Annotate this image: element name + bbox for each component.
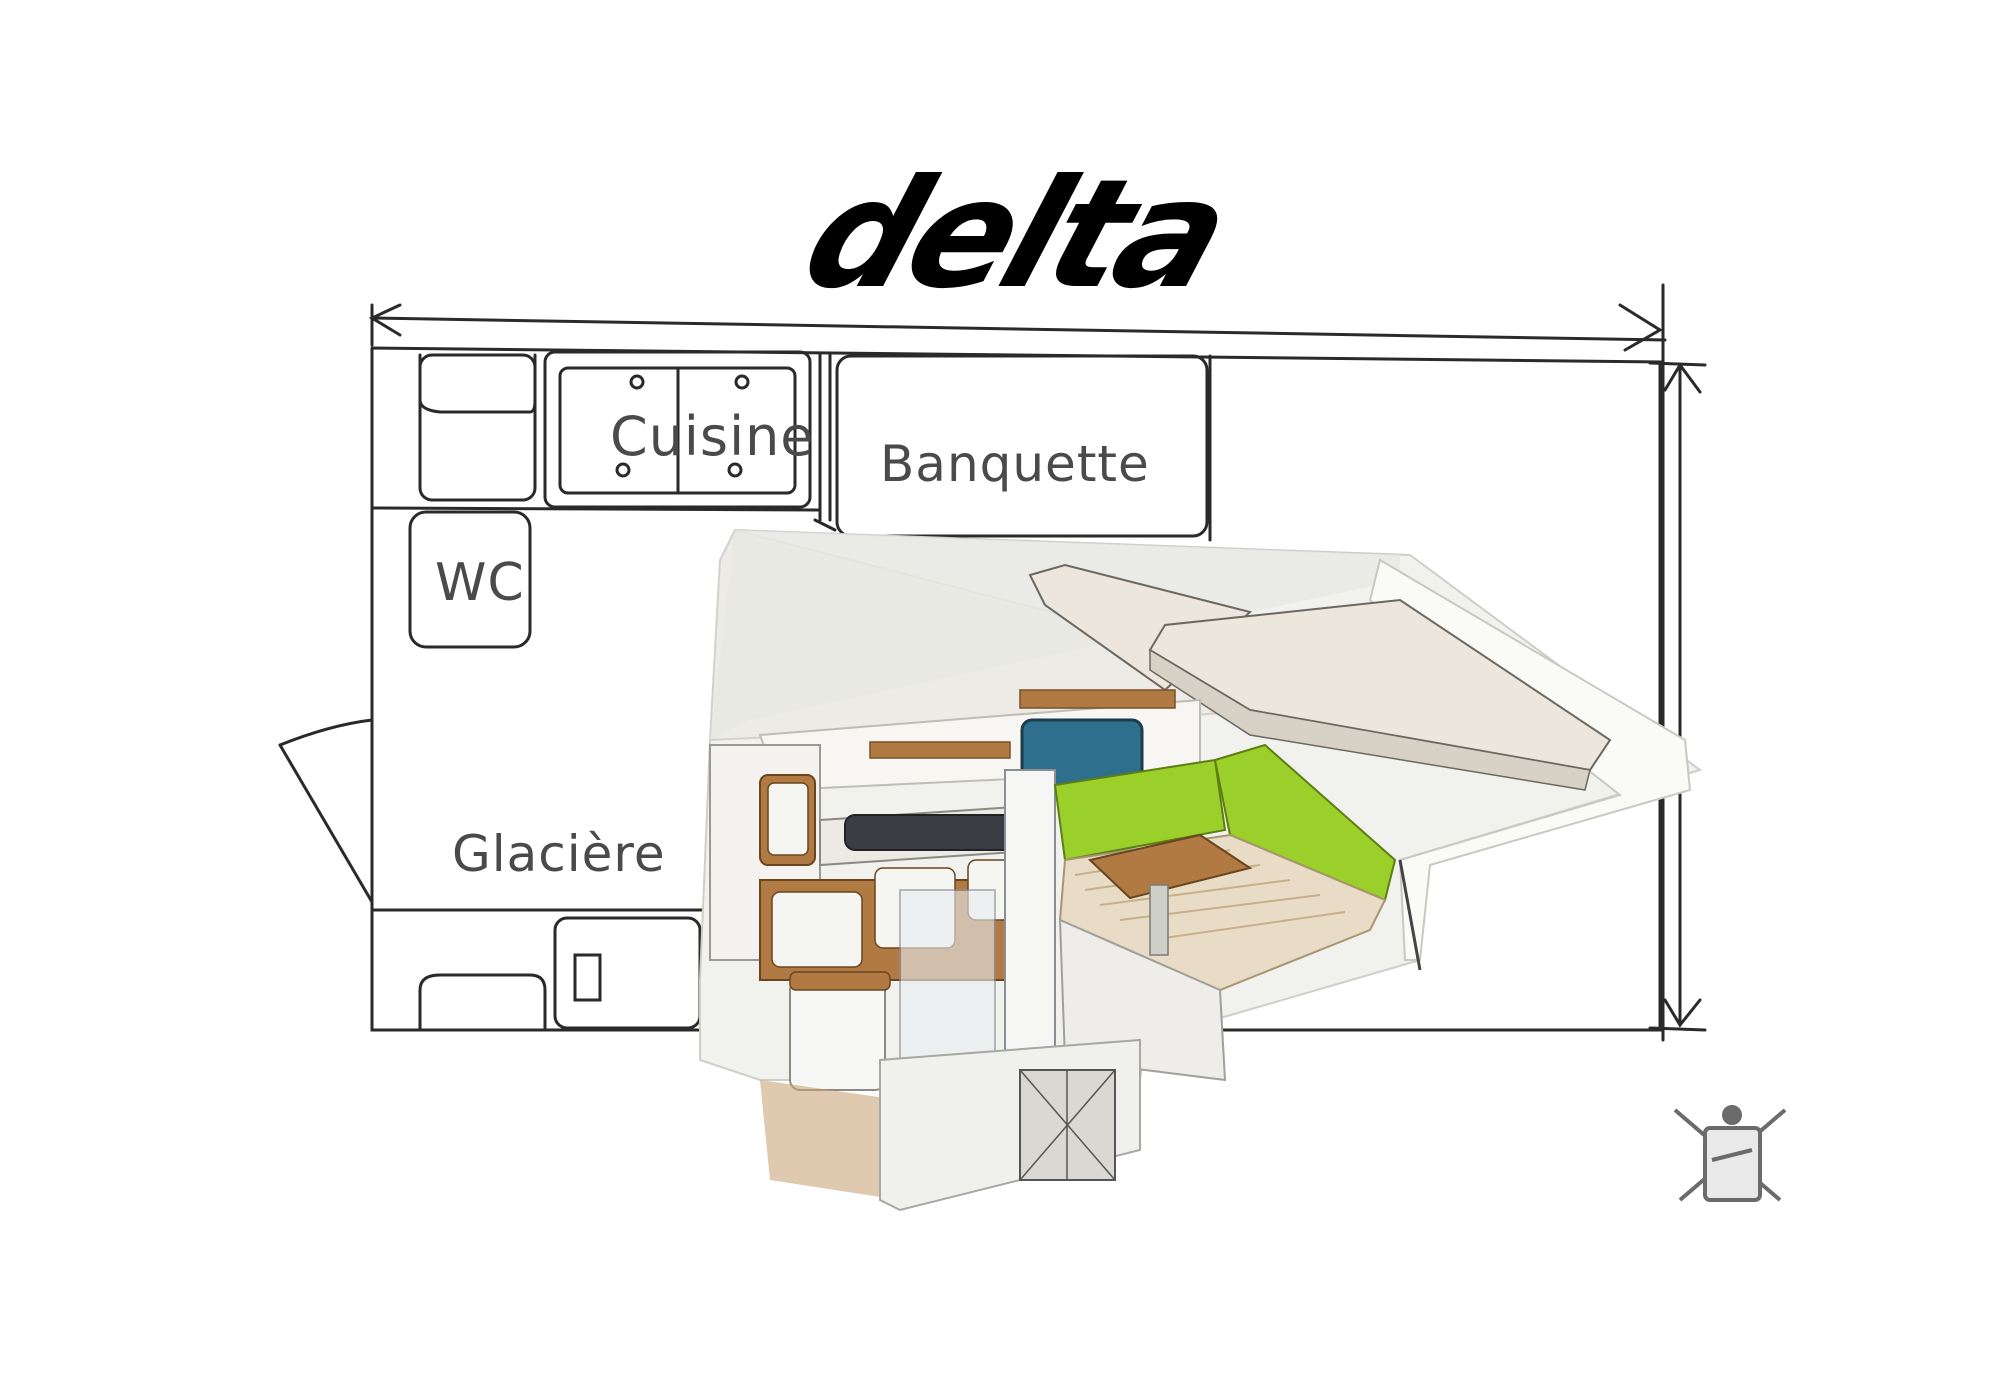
- up-arrow-icon: [1663, 362, 1702, 394]
- label-wc: WC: [435, 553, 525, 613]
- sink-cooktop: [844, 814, 1016, 851]
- wall-shelf: [869, 741, 1011, 759]
- width-dimension-line: [370, 316, 1667, 342]
- roof-bed-mattress: [1028, 563, 1612, 791]
- label-cuisine: Cuisine: [610, 405, 815, 468]
- left-arrow-icon: [368, 303, 402, 337]
- signature-emblem-icon: [1673, 1105, 1787, 1202]
- right-arrow-icon: [1618, 303, 1663, 352]
- body-outline: [370, 346, 1662, 1032]
- down-arrow-icon: [1663, 998, 1702, 1028]
- label-glaciere: Glacière: [452, 825, 666, 883]
- label-banquette: Banquette: [880, 435, 1150, 493]
- dinette-table: [1087, 833, 1253, 900]
- glaciere-unit: [789, 979, 886, 1091]
- dinette-seating: [1053, 743, 1397, 992]
- cutaway-3d-render: [699, 528, 1703, 1212]
